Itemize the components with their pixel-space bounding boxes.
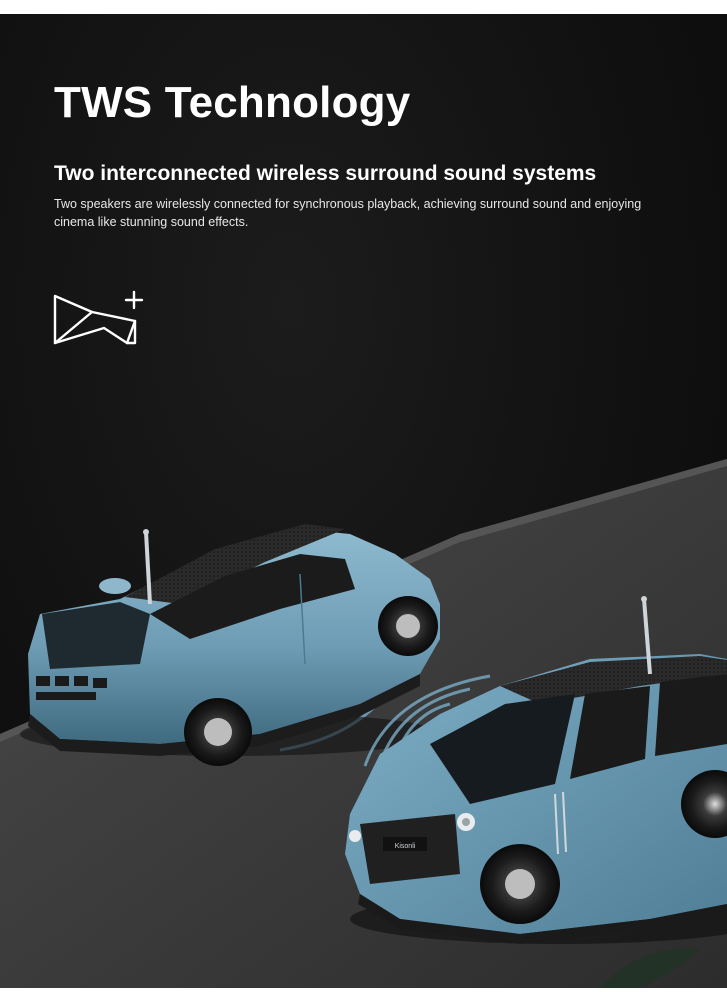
subheadline: Two interconnected wireless surround sou… xyxy=(54,162,597,185)
product-scene: Kisonli xyxy=(0,459,727,988)
headline: TWS Technology xyxy=(54,78,411,127)
plant-leaf xyxy=(600,948,700,988)
product-badge: Kisonli xyxy=(395,843,416,850)
front-car-speaker: Kisonli xyxy=(345,596,727,944)
rear-car-speaker xyxy=(20,524,440,766)
product-banner: Kisonli TWS Technology Two interconnecte… xyxy=(0,14,727,988)
tws-pair-plus-icon xyxy=(53,290,144,345)
description: Two speakers are wirelessly connected fo… xyxy=(54,197,642,229)
